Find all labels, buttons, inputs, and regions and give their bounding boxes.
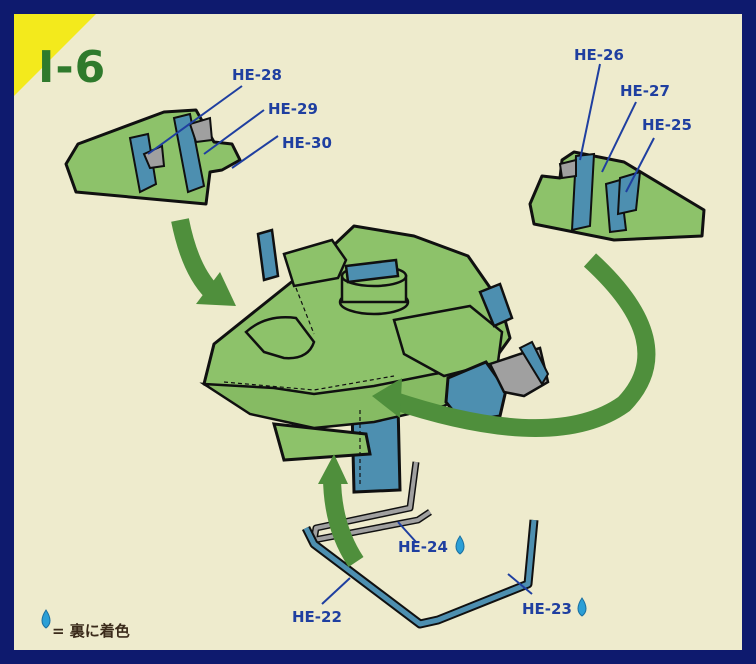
water-drop-icon [41, 609, 51, 629]
part-label-he30: HE-30 [282, 134, 332, 152]
right-wing-part [528, 150, 706, 242]
lower-frame-parts [301, 461, 539, 629]
assembly-diagram [14, 14, 706, 629]
step-corner-flag [14, 14, 96, 96]
part-label-he24: HE-24 [398, 538, 448, 556]
assembly-arrows [171, 218, 656, 567]
part-label-he26: HE-26 [574, 46, 624, 64]
arrow-head-right [372, 378, 402, 418]
main-body-assembly [199, 224, 550, 494]
part-label-he23: HE-23 [522, 600, 572, 618]
diagram-panel: I-6 HE-28 HE-29 HE-30 HE-26 HE-27 HE-25 … [14, 14, 742, 650]
water-drop-icon [455, 535, 465, 555]
water-drop-icon [577, 597, 587, 617]
left-wing-part [64, 108, 242, 206]
part-label-he22: HE-22 [292, 608, 342, 626]
arrow-head-left [196, 272, 236, 306]
step-title: I-6 [38, 42, 107, 93]
legend-text: = 裏に着色 [52, 622, 130, 640]
part-label-he27: HE-27 [620, 82, 670, 100]
part-label-he25: HE-25 [642, 116, 692, 134]
arrow-head-bottom [318, 454, 348, 484]
part-label-he28: HE-28 [232, 66, 282, 84]
part-label-he29: HE-29 [268, 100, 318, 118]
